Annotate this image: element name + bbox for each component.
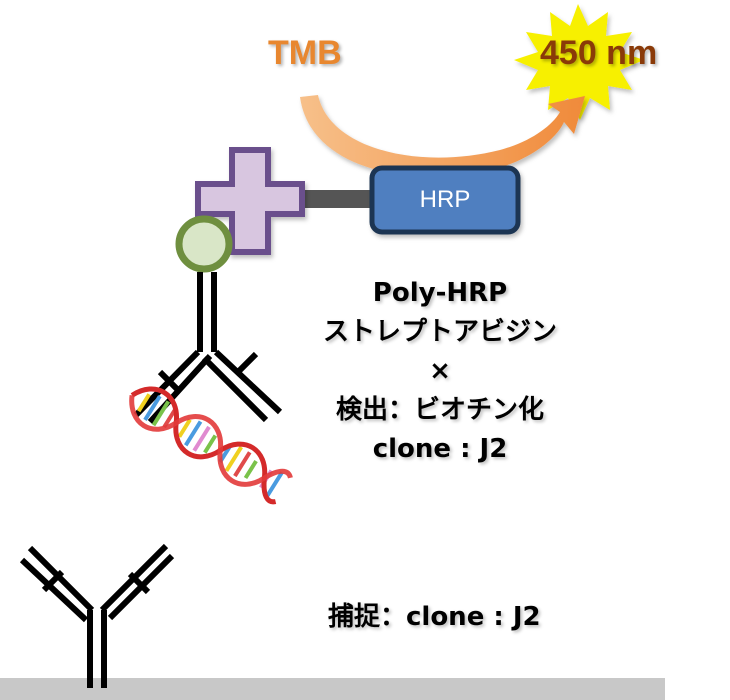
plate-surface	[0, 678, 665, 700]
starburst-icon	[514, 4, 644, 120]
substrate-label: TMB	[268, 34, 342, 72]
detection-line: Poly-HRP	[372, 278, 508, 308]
antibody-icon	[133, 272, 283, 425]
detection-label: Poly-HRP ストレプトアビジン × 検出：ビオチン化 clone : J2	[300, 274, 580, 469]
antibody-icon	[19, 543, 175, 688]
wavelength-label: 450 nm	[540, 34, 658, 72]
detection-line: ×	[429, 356, 451, 386]
arrow-icon	[300, 95, 585, 177]
dna-icon	[129, 386, 293, 505]
detection-line: 検出：ビオチン化	[335, 395, 544, 425]
hrp-label: HRP	[419, 186, 471, 213]
biotin-icon	[175, 215, 233, 273]
hrp-box	[369, 165, 521, 235]
detection-line: ストレプトアビジン	[322, 317, 557, 347]
detection-line: clone : J2	[372, 434, 508, 464]
capture-label: 捕捉：clone : J2	[328, 602, 541, 632]
linker-bar	[298, 190, 378, 208]
streptavidin-icon	[195, 147, 305, 255]
